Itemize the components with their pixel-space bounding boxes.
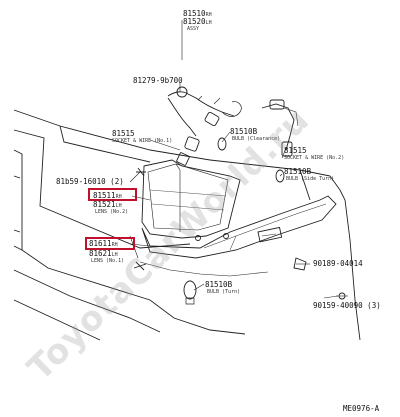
part-number-bulb-lh: 81510B [230, 127, 258, 136]
part-number-screw-bottom: 90159-40090 (3) [313, 301, 381, 310]
body-line [329, 175, 361, 341]
lower-lens [141, 195, 337, 259]
part-number-socket-lh: 81515 [112, 129, 135, 138]
clip [293, 257, 307, 271]
corner-lamp [141, 159, 241, 239]
screw [223, 233, 229, 239]
body-line [13, 245, 23, 251]
socket [281, 141, 293, 157]
bulb-clearance [217, 137, 227, 151]
body-line [13, 149, 246, 335]
lamp-reflector [257, 226, 283, 243]
bulb-turn [183, 280, 197, 300]
part-number-81510: 81510RH [183, 9, 212, 18]
body-line [13, 175, 21, 233]
socket [204, 111, 220, 127]
wire-harness-lh [167, 91, 235, 117]
grommet [176, 86, 188, 98]
bulb-lh-note: BULB (Clearance) [232, 136, 281, 142]
socket-rh-note: SOCKET & WIRE (No.2) [284, 155, 345, 161]
wire-harness-lh [167, 97, 197, 137]
connector [269, 99, 285, 110]
part-number-bulb-side: 81510B [284, 167, 312, 176]
part-number-81611: 81611RH [89, 239, 118, 248]
lens-no1-note: LENS (No.1) [91, 258, 125, 264]
bulb-turn-note: BULB (Turn) [207, 289, 241, 295]
bolt [136, 167, 146, 177]
body-line [13, 269, 161, 341]
assy-note: ASSY [187, 26, 200, 32]
lens-no2-note: LENS (No.2) [95, 209, 129, 215]
socket-lh-note: SOCKET & WIRE (No.1) [112, 138, 173, 144]
highlight-81511 [88, 188, 137, 201]
part-number-screw: 81279-9b700 [133, 76, 183, 85]
body-line [59, 125, 151, 163]
bulb-side-note: BULB (Side Turn) [286, 176, 335, 182]
screw [195, 235, 201, 241]
part-number-81621: 81621LH [89, 249, 118, 258]
part-number-socket-rh: 81515 [284, 146, 307, 155]
wire-harness-rh [261, 103, 295, 151]
part-number-81521: 81521LH [93, 200, 122, 209]
part-number-clip: 90189-04014 [313, 259, 363, 268]
part-number-81520: 81520LH [183, 17, 212, 26]
socket [176, 152, 190, 166]
part-number-81511: 81511RH [93, 191, 122, 200]
body-line [299, 169, 311, 201]
highlight-81611 [85, 237, 135, 250]
body-line [13, 109, 211, 161]
part-number-bulb-turn: 81510B [205, 280, 233, 289]
bolt [133, 261, 147, 271]
socket [184, 136, 200, 152]
bulb-side [275, 169, 285, 183]
part-number-bolt: 81b59-16010 (2) [56, 177, 124, 186]
diagram-code: ME0976-A [343, 404, 380, 413]
